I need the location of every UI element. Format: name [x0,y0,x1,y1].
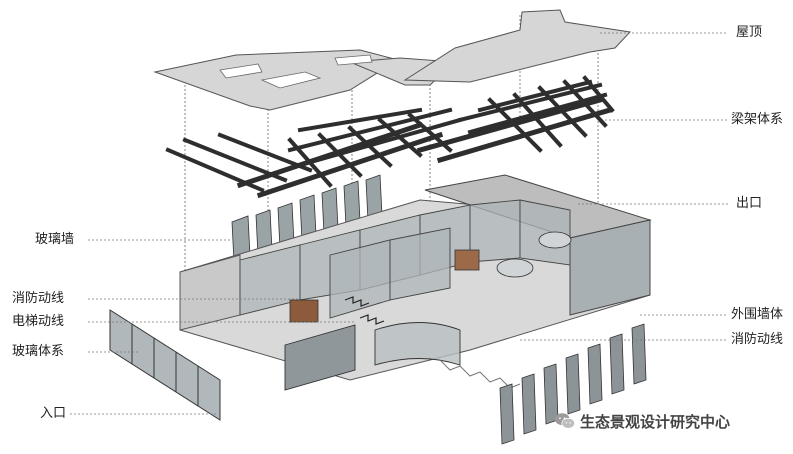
watermark: 生态景观设计研究中心 [554,410,730,432]
upper-volume-front [569,219,651,316]
front-glass-facade [284,324,356,391]
roof-slab-right [403,9,632,83]
elevator-route-stair [359,314,385,325]
exhibit-panel [289,299,319,323]
roof-opening [219,63,263,79]
watermark-text: 生态景观设计研究中心 [580,412,731,431]
label-fire-route-left: 消防动线 [12,291,65,306]
label-glass-system: 玻璃体系 [12,344,65,359]
outer-wall-fins [499,323,647,445]
beam-grid-layer [165,75,615,199]
roof-opening [334,54,373,66]
curved-glass [374,322,461,366]
glass-system-panel [109,309,221,421]
roof-opening [260,71,322,89]
ground-edge [439,359,521,389]
building-mass [179,174,652,391]
label-exit: 出口 [736,196,763,211]
label-fire-route-right: 消防动线 [731,332,784,347]
label-entrance: 入口 [40,406,67,421]
exhibit-panel [454,249,480,271]
label-beam-system: 梁架体系 [731,112,784,127]
fire-route-stair [344,296,370,307]
roof-layer [153,9,632,111]
round-exhibit [496,258,534,278]
glass-wall-fins [231,174,383,263]
label-glass-wall: 玻璃墙 [35,232,75,247]
wechat-icon [554,413,575,429]
label-elevator-route: 电梯动线 [12,314,65,329]
round-exhibit [538,231,572,249]
label-outer-wall: 外围墙体 [731,307,784,322]
label-roof: 屋顶 [736,25,763,40]
leader-lines [70,32,728,415]
